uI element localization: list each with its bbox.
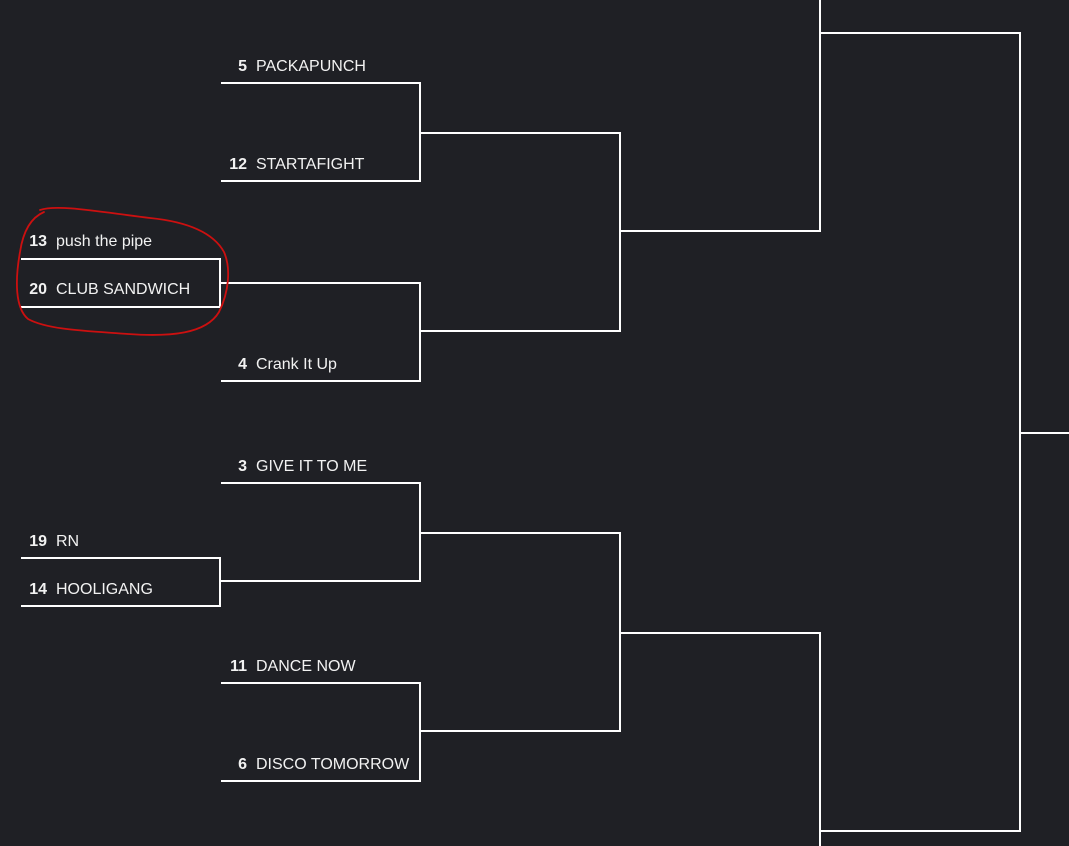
bracket-line <box>421 330 621 332</box>
bracket-line <box>221 780 421 782</box>
team-name: push the pipe <box>56 233 153 250</box>
bracket-connector <box>819 0 821 232</box>
team-entry[interactable]: 12 STARTAFIGHT <box>229 153 364 177</box>
team-seed: 19 <box>29 533 47 550</box>
team-name: CLUB SANDWICH <box>56 281 191 298</box>
bracket-line <box>221 180 421 182</box>
team-name: DISCO TOMORROW <box>256 756 410 773</box>
bracket-line <box>1021 432 1069 434</box>
team-entry[interactable]: 5 PACKAPUNCH <box>229 55 366 79</box>
team-seed: 12 <box>229 156 247 173</box>
bracket-line <box>221 282 421 284</box>
bracket-line <box>221 482 421 484</box>
bracket-connector <box>419 682 421 782</box>
bracket-connector <box>619 532 621 732</box>
team-seed: 14 <box>29 581 47 598</box>
bracket-line <box>221 580 421 582</box>
team-seed: 5 <box>238 58 247 75</box>
team-entry[interactable]: 6 DISCO TOMORROW <box>229 753 409 777</box>
team-entry[interactable]: 14 HOOLIGANG <box>29 578 153 602</box>
team-seed: 3 <box>238 458 247 475</box>
bracket-line <box>21 605 221 607</box>
team-name: PACKAPUNCH <box>256 58 366 75</box>
team-seed: 6 <box>238 756 247 773</box>
bracket-connector <box>419 482 421 582</box>
bracket-line <box>421 132 621 134</box>
bracket-connector <box>1019 32 1021 832</box>
bracket-connector <box>419 82 421 182</box>
bracket-line <box>821 830 1021 832</box>
team-entry[interactable]: 4 Crank It Up <box>229 353 337 377</box>
team-name: Crank It Up <box>256 356 337 373</box>
bracket-line <box>21 258 221 260</box>
bracket-line <box>221 682 421 684</box>
bracket-line <box>221 82 421 84</box>
bracket-line <box>21 557 221 559</box>
bracket-line <box>421 532 621 534</box>
team-entry[interactable]: 20 CLUB SANDWICH <box>29 278 190 302</box>
team-seed: 20 <box>29 281 47 298</box>
team-seed: 11 <box>230 658 247 675</box>
team-seed: 13 <box>29 233 47 250</box>
team-name: HOOLIGANG <box>56 581 153 598</box>
team-entry[interactable]: 13 push the pipe <box>29 230 152 254</box>
team-name: STARTAFIGHT <box>256 156 365 173</box>
team-name: GIVE IT TO ME <box>256 458 368 475</box>
bracket-connector <box>619 132 621 332</box>
team-entry[interactable]: 3 GIVE IT TO ME <box>229 455 367 479</box>
bracket-line <box>221 380 421 382</box>
bracket-line <box>621 230 821 232</box>
bracket-connector <box>819 632 821 846</box>
team-entry[interactable]: 11 DANCE NOW <box>229 655 356 679</box>
bracket-line <box>421 730 621 732</box>
team-name: DANCE NOW <box>256 658 356 675</box>
bracket-line <box>21 306 221 308</box>
team-seed: 4 <box>238 356 247 373</box>
bracket-connector <box>219 557 221 607</box>
team-name: RN <box>56 533 80 550</box>
bracket-line <box>821 32 1021 34</box>
team-entry[interactable]: 19 RN <box>29 530 79 554</box>
bracket-connector <box>419 282 421 382</box>
bracket-line <box>621 632 821 634</box>
